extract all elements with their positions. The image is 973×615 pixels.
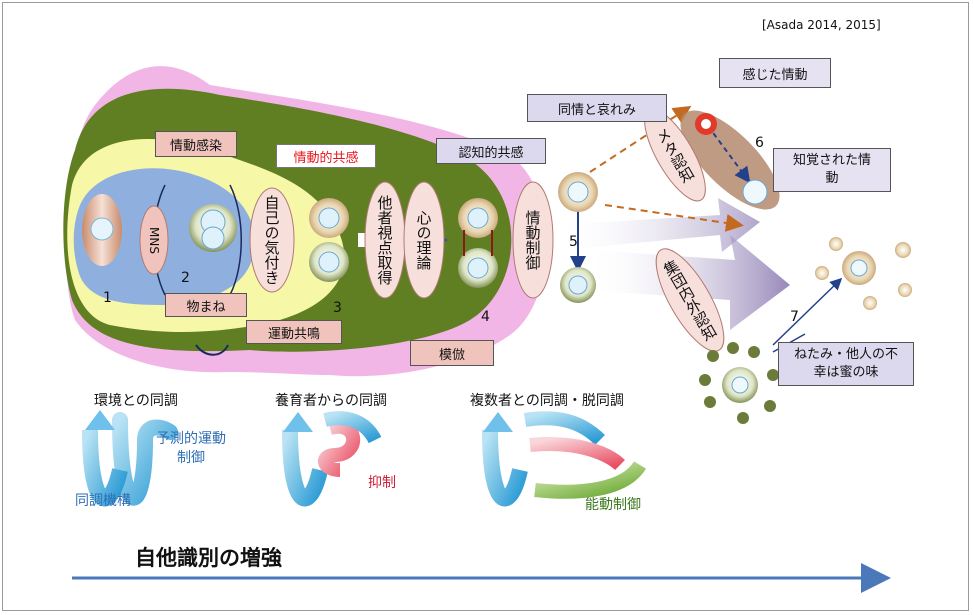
label-self-awareness: 自己の気付き <box>262 195 281 285</box>
label-motor-resonance: 運動共鳴 <box>246 320 342 344</box>
stage-number-1: 1 <box>103 290 112 306</box>
label-emotional-empathy: 情動的共感 <box>276 144 376 168</box>
caregiver-sync-title: 養育者からの同調 <box>275 393 387 409</box>
big-arrow-upper <box>555 198 760 252</box>
stage-number-5: 5 <box>569 234 578 250</box>
label-felt-emotion: 感じた情動 <box>719 58 831 88</box>
predictive-motor-label: 予測的運動制御 <box>156 431 226 466</box>
stage-number-2: 2 <box>181 270 190 286</box>
label-perceived-emotion: 知覚された情動 <box>773 148 891 192</box>
label-imitation: 模倣 <box>410 340 494 366</box>
label-schadenfreude: ねたみ・他人の不幸は蜜の味 <box>778 342 914 386</box>
axis-title: 自他識別の増強 <box>135 546 282 570</box>
stage-number-6: 6 <box>755 135 764 151</box>
citation: [Asada 2014, 2015] <box>762 18 881 32</box>
label-cognitive-empathy: 認知的共感 <box>436 138 546 164</box>
multi-sync-title: 複数者との同調・脱同調 <box>470 393 624 409</box>
label-mns: MNS <box>147 226 161 254</box>
sync-mechanism-label: 同調機構 <box>75 493 131 509</box>
stage-number-7: 7 <box>790 309 799 325</box>
env-sync-title: 環境との同調 <box>94 393 178 409</box>
label-mimicry: 物まね <box>165 293 247 317</box>
label-sympathy-pity: 同情と哀れみ <box>527 94 667 122</box>
stage-number-4: 4 <box>481 309 490 325</box>
active-control-label: 能動制御 <box>585 497 641 513</box>
caregiver-loop <box>282 429 328 507</box>
label-emotion-regulation: 情動制御 <box>523 210 542 270</box>
multi-loop <box>482 429 528 507</box>
label-emotional-contagion: 情動感染 <box>155 131 237 157</box>
inhibition-label: 抑制 <box>368 475 396 491</box>
stage-number-3: 3 <box>333 300 342 316</box>
label-theory-of-mind: 心の理論 <box>414 210 433 270</box>
label-perspective-taking: 他者視点取得 <box>375 195 394 285</box>
